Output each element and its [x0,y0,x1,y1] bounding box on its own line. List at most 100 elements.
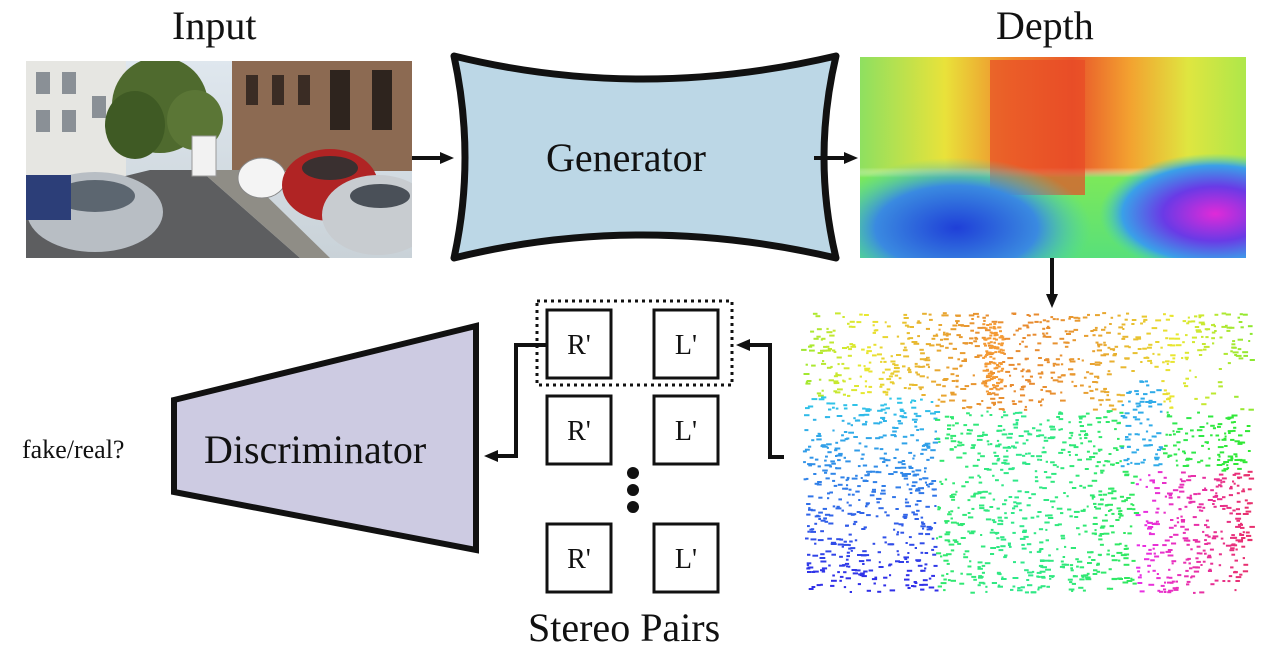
point [1218,368,1222,370]
point [1242,570,1249,573]
point [1027,432,1031,435]
point [982,582,986,585]
point [1233,482,1236,485]
point [829,491,833,494]
point [832,505,836,508]
point [976,438,983,441]
point [1221,463,1225,466]
point [1127,532,1132,535]
point [898,523,904,526]
point [1004,462,1010,465]
point [1242,351,1249,354]
point [898,377,902,380]
point [1020,561,1025,564]
point [952,324,958,327]
point [1091,497,1094,500]
point [852,404,858,406]
point [1231,343,1236,346]
point [998,336,1002,339]
point [858,499,861,501]
point [1181,480,1186,483]
point [940,555,943,558]
point [1085,576,1091,579]
point [1247,488,1252,491]
pair-2-right-label: R' [567,416,591,447]
point [827,451,832,454]
point [859,313,863,316]
point [1133,475,1138,478]
point [1077,560,1083,563]
point [864,385,867,388]
point [947,424,952,427]
point [1089,494,1095,497]
input-image [26,61,412,258]
point [842,347,848,349]
point [939,345,944,348]
point [1242,557,1245,560]
point [1201,343,1206,345]
point [998,573,1002,576]
point [986,368,989,371]
point [1147,526,1154,528]
point [826,331,833,334]
point [824,471,828,474]
point [1114,345,1119,348]
point [934,430,937,433]
point [901,473,907,476]
point [833,382,838,385]
point [1155,520,1159,523]
point [814,522,818,525]
point [985,385,989,388]
point [979,476,982,479]
point [941,574,945,577]
point [945,531,951,534]
point [1221,477,1227,480]
point [850,549,853,552]
point [1147,359,1152,362]
point [981,571,985,574]
point [973,578,977,581]
point [837,459,841,462]
point [1210,562,1214,565]
point [1067,508,1072,511]
point [1003,414,1009,417]
point [919,583,924,586]
point [1201,444,1204,447]
point [1131,451,1137,454]
point [860,457,864,460]
point [1189,369,1192,372]
point [883,420,887,422]
point [943,578,947,581]
point [845,577,851,580]
point [1124,474,1129,477]
point [1139,400,1145,403]
point [1168,494,1172,497]
point [1013,333,1016,336]
point [814,458,819,461]
point [998,408,1005,411]
point [1212,323,1215,326]
point [1198,503,1204,506]
point [933,417,938,420]
point [1022,324,1029,327]
point [1078,421,1082,424]
point [1227,459,1233,462]
point [1099,362,1103,365]
point [1013,367,1018,370]
point [1090,397,1095,400]
point [1222,480,1226,483]
point [950,549,955,552]
point [895,508,899,510]
point [1117,332,1121,335]
point [1230,536,1236,539]
point [961,360,967,362]
point [1049,425,1055,428]
point [1004,512,1007,515]
point [1156,432,1162,435]
point [863,365,866,368]
point [1135,483,1139,486]
point [907,325,910,328]
point [989,323,992,326]
point [1077,458,1082,461]
point [1087,313,1090,316]
